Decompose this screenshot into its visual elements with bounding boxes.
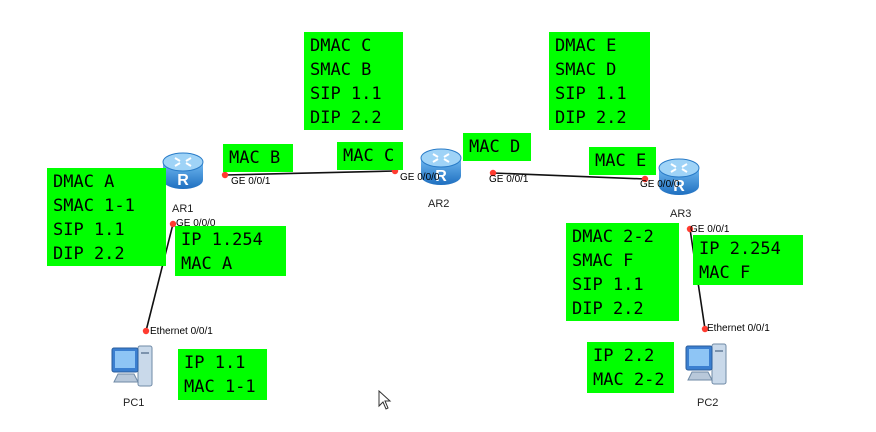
box-line: MAC E [595,151,647,171]
box-line: MAC B [229,148,281,168]
box-line: IP 1.1 [184,353,246,373]
box-line: SIP 1.1 [555,84,627,104]
box-line: SIP 1.1 [53,220,125,240]
interface-box-ar1-g0: IP 1.254 MAC A [175,226,286,276]
box-line: MAC D [469,137,521,157]
device-label-pc2: PC2 [697,397,719,409]
pc-icon [685,343,727,385]
port-label: GE 0/0/0 [640,179,680,190]
box-line: SIP 1.1 [310,84,382,104]
port-dot [641,175,649,183]
frame-header-box-ar1-ar2: DMAC C SMAC B SIP 1.1 DIP 2.2 [304,32,403,130]
box-line: MAC F [699,263,751,283]
router-glyph: R [435,168,447,185]
box-line: SMAC B [310,60,372,80]
device-label-ar2: AR2 [428,198,450,210]
frame-header-box-pc1-ar1: DMAC A SMAC 1-1 SIP 1.1 DIP 2.2 [47,168,166,266]
box-line: IP 2.2 [593,346,655,366]
box-line: IP 2.254 [699,239,781,259]
interface-box-ar3-g1: IP 2.254 MAC F [693,235,803,285]
router-icon: R [420,148,462,185]
port-dot [686,225,694,233]
router-glyph: R [177,172,189,189]
box-line: DIP 2.2 [310,108,382,128]
link-ar2-ar3 [492,172,646,180]
box-line: DMAC C [310,36,372,56]
host-box-pc1: IP 1.1 MAC 1-1 [178,349,267,400]
link-ar1-ar2 [224,170,396,176]
frame-header-box-ar2-ar3: DMAC E SMAC D SIP 1.1 DIP 2.2 [549,32,650,130]
box-line: DIP 2.2 [572,299,644,319]
mac-box-d: MAC D [463,133,531,161]
router-glyph: R [673,178,685,195]
device-label-pc1: PC1 [123,397,145,409]
port-label: GE 0/0/0 [176,218,216,229]
router-icon: R [162,152,204,189]
mac-box-b: MAC B [223,144,293,172]
port-dot [701,325,709,333]
box-line: MAC 2-2 [593,370,665,390]
host-box-pc2: IP 2.2 MAC 2-2 [587,342,674,393]
box-line: IP 1.254 [181,230,263,250]
box-line: DIP 2.2 [555,108,627,128]
mac-box-e: MAC E [589,147,656,175]
box-line: DMAC 2-2 [572,227,654,247]
link-ar1-pc1 [145,223,174,332]
pc-icon [111,345,153,387]
frame-header-box-ar3-pc2: DMAC 2-2 SMAC F SIP 1.1 DIP 2.2 [566,223,679,321]
box-line: SMAC 1-1 [53,196,135,216]
box-line: DMAC E [555,36,617,56]
port-dot [169,220,177,228]
port-label: Ethernet 0/0/1 [150,326,213,337]
pc-pc2[interactable] [682,338,732,393]
port-label: GE 0/0/1 [231,176,271,187]
box-line: MAC A [181,254,233,274]
box-line: SIP 1.1 [572,275,644,295]
box-line: MAC 1-1 [184,377,256,397]
box-line: DMAC A [53,172,115,192]
router-icon: R [658,158,700,195]
box-line: MAC C [343,146,395,166]
port-dot [142,327,150,335]
device-label-ar1: AR1 [172,203,194,215]
mac-box-c: MAC C [337,142,403,170]
router-ar1[interactable]: R [160,148,206,199]
mouse-cursor-icon [378,390,392,410]
port-label: GE 0/0/1 [690,224,730,235]
router-ar2[interactable]: R [418,144,464,195]
port-label: GE 0/0/0 [400,172,440,183]
box-line: SMAC F [572,251,634,271]
box-line: SMAC D [555,60,617,80]
port-label: Ethernet 0/0/1 [707,323,770,334]
pc-pc1[interactable] [108,340,158,395]
box-line: DIP 2.2 [53,244,125,264]
router-ar3[interactable]: R [656,154,702,205]
port-dot [489,169,497,177]
port-dot [221,171,229,179]
device-label-ar3: AR3 [670,208,692,220]
port-label: GE 0/0/1 [489,174,529,185]
